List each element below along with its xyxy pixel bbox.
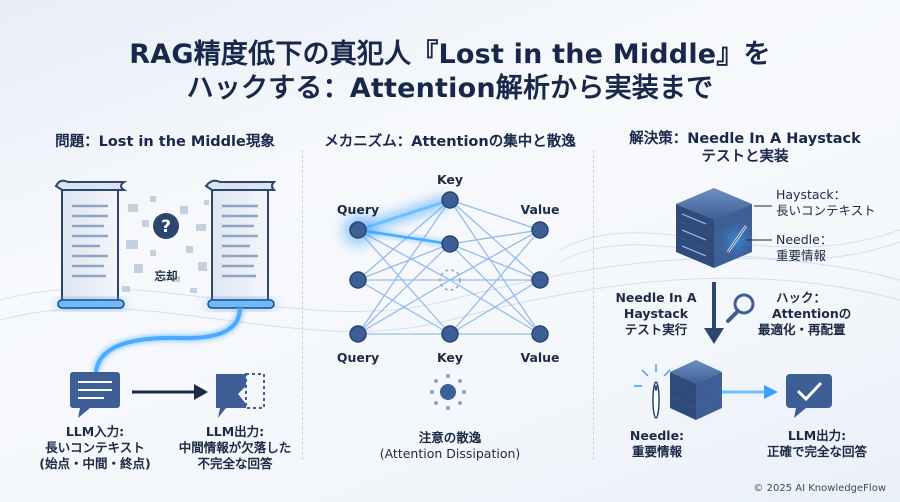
faded-key-node <box>439 269 461 291</box>
key-label-top: Key <box>436 172 464 187</box>
test-run-down-arrow <box>704 282 724 344</box>
query-node-middle <box>349 271 367 289</box>
haystack-label: Haystack： 長いコンテキスト <box>776 187 896 219</box>
panel3-heading-line1: 解決策：Needle In A Haystack <box>629 131 861 147</box>
haystack-label-line1: Haystack： <box>776 187 847 202</box>
output-label-line2: 中間情報が欠落した <box>178 440 292 455</box>
query-node-bottom <box>349 325 367 343</box>
haystack-server-stack <box>676 188 752 268</box>
value-node-middle <box>531 271 549 289</box>
needle-label-line1: Needle： <box>776 232 833 247</box>
panel3-heading: 解決策：Needle In A Haystack テストと実装 <box>600 130 890 166</box>
value-node-bottom <box>531 325 549 343</box>
panel-divider-1 <box>302 150 303 460</box>
test-label-line1: Needle In A <box>615 290 697 305</box>
forget-label: 忘却 <box>154 269 178 283</box>
haystack-label-line2: 長いコンテキスト <box>776 203 876 218</box>
input-document-icon <box>70 372 120 418</box>
needle-bottom-line1: Needle: <box>629 428 685 443</box>
input-label-line1: LLM入力: <box>65 424 125 439</box>
optimized-server-stack <box>670 360 722 420</box>
key-node-2 <box>441 235 459 253</box>
scroll-glow-base <box>57 299 275 309</box>
question-bubble: ? <box>153 213 179 239</box>
attention-network <box>342 191 549 343</box>
panel1-heading: 問題：Lost in the Middle現象 <box>55 134 275 150</box>
needle-icon-top <box>726 225 748 253</box>
copyright-footer: © 2025 AI KnowledgeFlow <box>753 483 886 494</box>
needle-icon-bottom <box>634 364 671 419</box>
hack-label-line3: 最適化・再配置 <box>758 322 846 337</box>
input-label-line3: (始点・中間・終点) <box>39 456 151 471</box>
main-title-line1: RAG精度低下の真犯人『Lost in the Middle』を <box>129 39 771 70</box>
panel3-heading-line2: テストと実装 <box>701 149 789 165</box>
needle-label-line2: 重要情報 <box>776 248 827 263</box>
hack-label-line2: Attentionの <box>772 306 852 321</box>
value-node-top <box>531 221 549 239</box>
correct-output-line1: LLM出力: <box>787 428 847 443</box>
input-label-line2: 長いコンテキスト <box>45 440 145 455</box>
panel2-heading: メカニズム：Attentionの集中と散逸 <box>324 134 576 150</box>
query-label-bottom: Query <box>336 350 380 365</box>
query-label-top: Query <box>336 202 380 217</box>
key-node-top <box>441 191 459 209</box>
dissolving-fragments <box>122 196 209 293</box>
dissipation-label-line1: 注意の散逸 <box>418 430 482 445</box>
dissipation-label: 注意の散逸 (Attention Dissipation) <box>360 430 540 462</box>
query-node-top <box>349 221 367 239</box>
output-label-line3: 不完全な回答 <box>197 456 273 471</box>
dissipation-label-line2: (Attention Dissipation) <box>379 446 521 461</box>
right-document-scroll <box>204 179 277 305</box>
needle-label-top: Needle： 重要情報 <box>776 232 896 264</box>
input-to-output-arrow <box>132 384 208 400</box>
question-mark: ? <box>161 217 171 237</box>
dissipation-icon <box>430 374 466 410</box>
test-label-line3: テスト実行 <box>624 322 688 337</box>
panel-divider-2 <box>593 150 594 460</box>
output-label: LLM出力: 中間情報が欠落した 不完全な回答 <box>170 424 300 472</box>
main-title-line2: ハックする：Attention解析から実装まで <box>186 73 714 104</box>
needle-label-bottom: Needle: 重要情報 <box>612 428 702 460</box>
value-label-top: Value <box>520 202 560 217</box>
output-label-line1: LLM出力: <box>205 424 265 439</box>
test-run-label: Needle In A Haystack テスト実行 <box>608 290 704 338</box>
key-node-bottom <box>441 325 459 343</box>
correct-output-line2: 正確で完全な回答 <box>766 444 867 459</box>
key-label-bottom: Key <box>436 350 464 365</box>
test-label-line2: Haystack <box>623 306 689 321</box>
value-label-bottom: Value <box>520 350 560 365</box>
input-label: LLM入力: 長いコンテキスト (始点・中間・終点) <box>30 424 160 472</box>
left-document-scroll <box>54 179 128 305</box>
hack-label-line1: ハック： <box>776 290 827 305</box>
hack-label: ハック： Attentionの 最適化・再配置 <box>758 290 878 338</box>
needle-bottom-line2: 重要情報 <box>631 444 682 459</box>
broken-output-icon <box>216 373 265 418</box>
check-output-icon <box>786 374 832 418</box>
correct-output-label: LLM出力: 正確で完全な回答 <box>752 428 882 460</box>
output-glow-arrow <box>722 385 778 399</box>
magnifier-icon <box>726 293 755 323</box>
context-flow-line <box>94 307 242 373</box>
